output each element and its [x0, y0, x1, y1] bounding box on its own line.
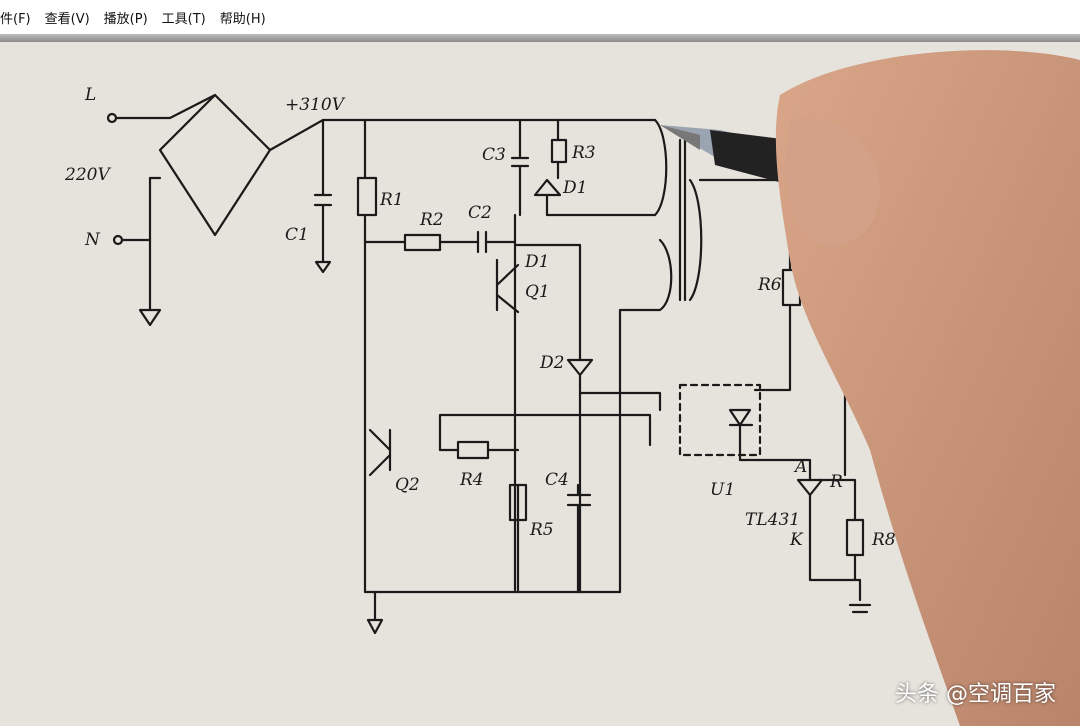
svg-text:220V: 220V [64, 165, 111, 185]
circuit-labels: L N 220V +310V C1 R1 R2 C2 C3 R3 D1 D1 Q… [64, 85, 896, 550]
menu-bar: 件(F) 查看(V) 播放(P) 工具(T) 帮助(H) [0, 0, 1080, 34]
svg-text:+310V: +310V [285, 95, 346, 115]
svg-text:L: L [84, 85, 96, 105]
svg-text:R8: R8 [871, 530, 896, 550]
hand-with-pen [660, 50, 1080, 726]
svg-text:C3: C3 [482, 145, 506, 165]
watermark: 头条 @空调百家 [895, 682, 1056, 707]
svg-text:R4: R4 [459, 470, 484, 490]
svg-text:D2: D2 [539, 353, 564, 373]
svg-text:R: R [829, 472, 843, 492]
svg-text:U1: U1 [710, 480, 735, 500]
svg-text:D1: D1 [562, 178, 587, 198]
menu-tools[interactable]: 工具(T) [161, 11, 206, 27]
svg-text:Q2: Q2 [395, 475, 420, 495]
menu-play[interactable]: 播放(P) [103, 11, 148, 27]
circuit-drawing: L N 220V +310V C1 R1 R2 C2 C3 R3 D1 D1 Q… [0, 42, 1080, 726]
svg-text:R1: R1 [379, 190, 404, 210]
svg-text:K: K [789, 530, 804, 550]
svg-text:R5: R5 [529, 520, 554, 540]
svg-text:R6: R6 [757, 275, 782, 295]
menu-separator [0, 34, 1080, 42]
svg-text:C1: C1 [285, 225, 309, 245]
svg-text:TL431: TL431 [745, 510, 800, 530]
svg-text:R2: R2 [419, 210, 444, 230]
svg-text:Q1: Q1 [525, 282, 550, 302]
menu-view[interactable]: 查看(V) [44, 11, 90, 27]
svg-text:A: A [793, 457, 807, 477]
svg-text:C2: C2 [468, 203, 492, 223]
svg-text:C4: C4 [545, 470, 569, 490]
menu-file[interactable]: 件(F) [0, 11, 31, 27]
video-frame[interactable]: L N 220V +310V C1 R1 R2 C2 C3 R3 D1 D1 Q… [0, 42, 1080, 726]
svg-text:N: N [84, 230, 101, 250]
svg-text:D1: D1 [524, 252, 549, 272]
svg-text:R3: R3 [571, 143, 596, 163]
menu-help[interactable]: 帮助(H) [219, 11, 266, 27]
